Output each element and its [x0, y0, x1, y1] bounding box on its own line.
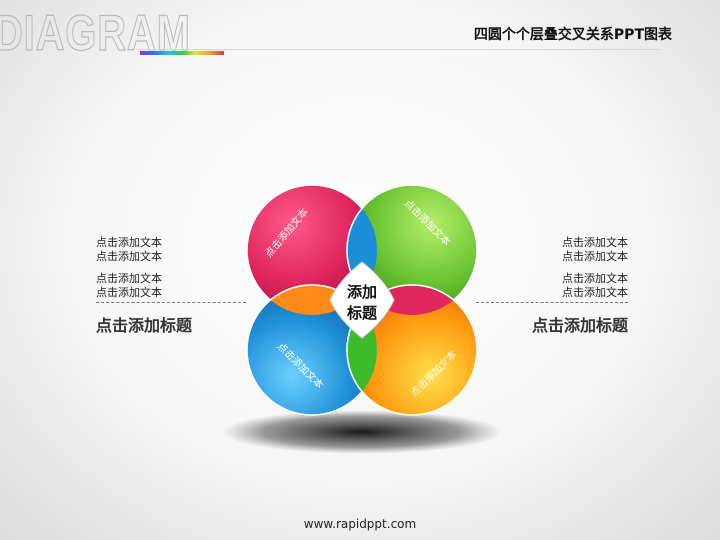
title-divider [140, 49, 660, 50]
rainbow-bar [140, 51, 224, 55]
right-text-line: 点击添加文本 [562, 286, 628, 299]
right-text-line: 点击添加文本 [562, 236, 628, 249]
right-text-line: 点击添加文本 [562, 272, 628, 285]
right-text-line: 点击添加文本 [562, 250, 628, 263]
lens-top [346, 185, 377, 315]
lens-right [347, 284, 477, 315]
left-text-block: 点击添加文本 点击添加文本 点击添加文本 点击添加文本 [96, 236, 162, 300]
left-text-line: 点击添加文本 [96, 272, 162, 285]
ground-shadow [222, 410, 502, 454]
left-text-line: 点击添加文本 [96, 236, 162, 249]
page-title: 四圆个个层叠交叉关系PPT图表 [473, 27, 672, 43]
lens-left [247, 284, 377, 315]
left-text-line: 点击添加文本 [96, 250, 162, 263]
right-divider [476, 302, 628, 303]
lens-bottom [346, 285, 377, 415]
center-region [329, 261, 395, 339]
left-divider [96, 302, 246, 303]
center-title-line1: 添加 [347, 283, 377, 301]
right-text-block: 点击添加文本 点击添加文本 点击添加文本 点击添加文本 [562, 236, 628, 300]
center-title-line2: 标题 [346, 304, 378, 322]
footer-url: www.rapidppt.com [303, 517, 417, 531]
left-heading: 点击添加标题 [96, 316, 193, 335]
left-text-line: 点击添加文本 [96, 286, 162, 299]
right-heading: 点击添加标题 [531, 316, 628, 335]
